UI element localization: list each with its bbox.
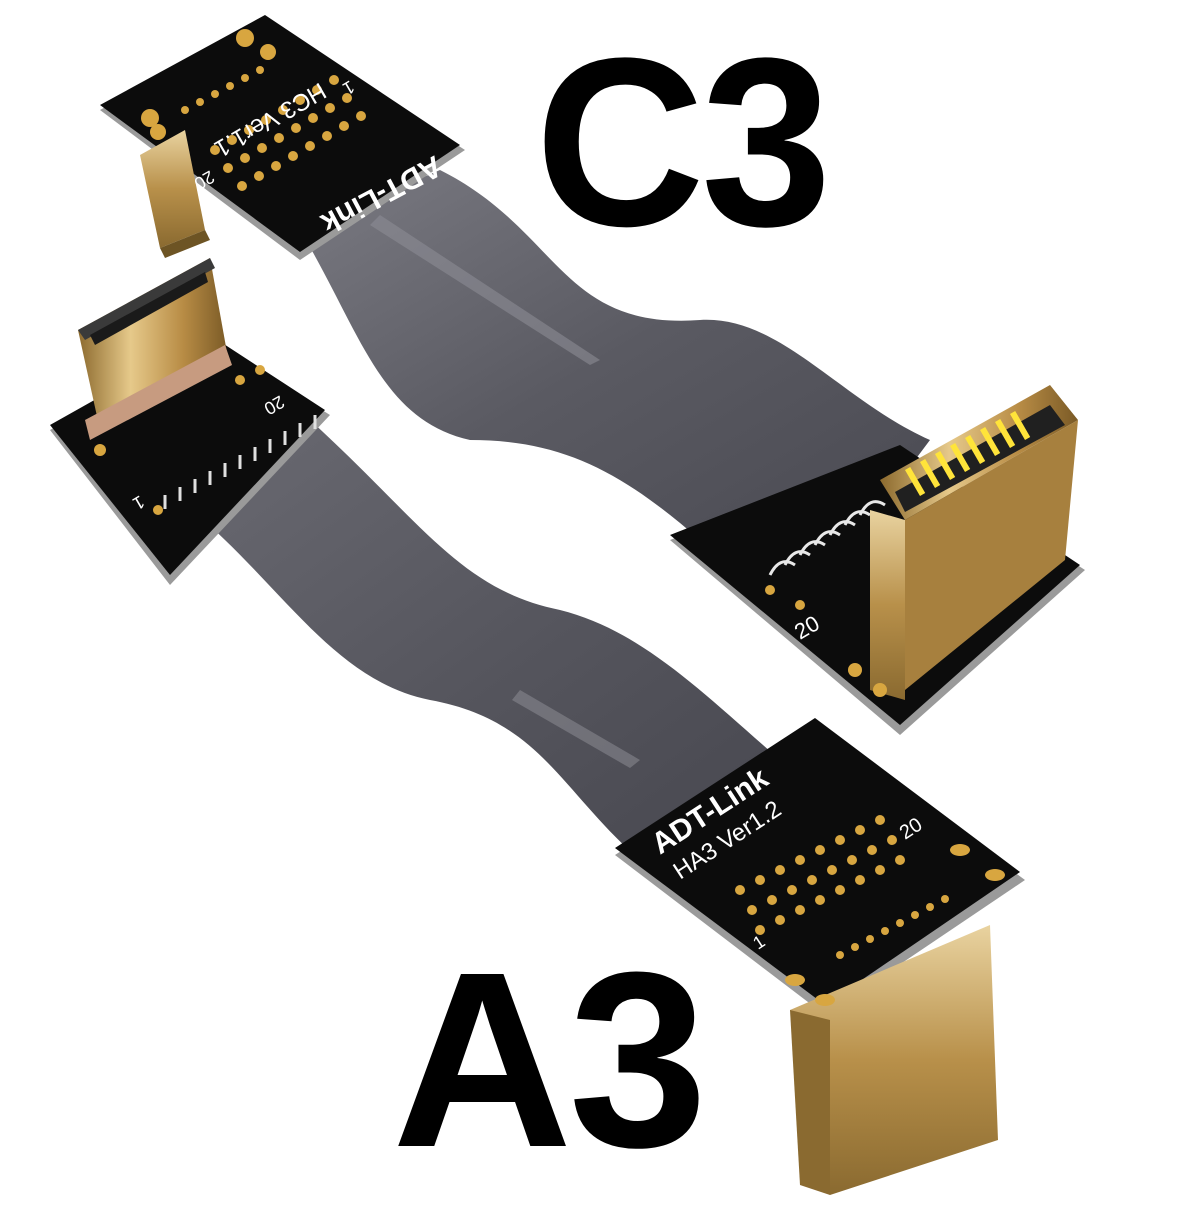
lower-left-pins [163,415,317,509]
lower-ribbon [180,420,780,860]
lower-right-pads [735,815,1005,1006]
upper-ribbon [300,170,930,540]
lower-right-pcb: ADT-Link HA3 Ver1.2 1 20 [615,718,1025,1195]
hdmi-contacts [905,410,1031,496]
mid-right-pins [768,500,886,576]
lower-left-pcb: 1 20 [50,258,330,585]
mid-right-pcb: 20 [670,385,1085,735]
model-label-a3: A3 [392,920,708,1199]
upper-pcb-pads [141,29,366,191]
model-label-c3: C3 [535,8,832,276]
